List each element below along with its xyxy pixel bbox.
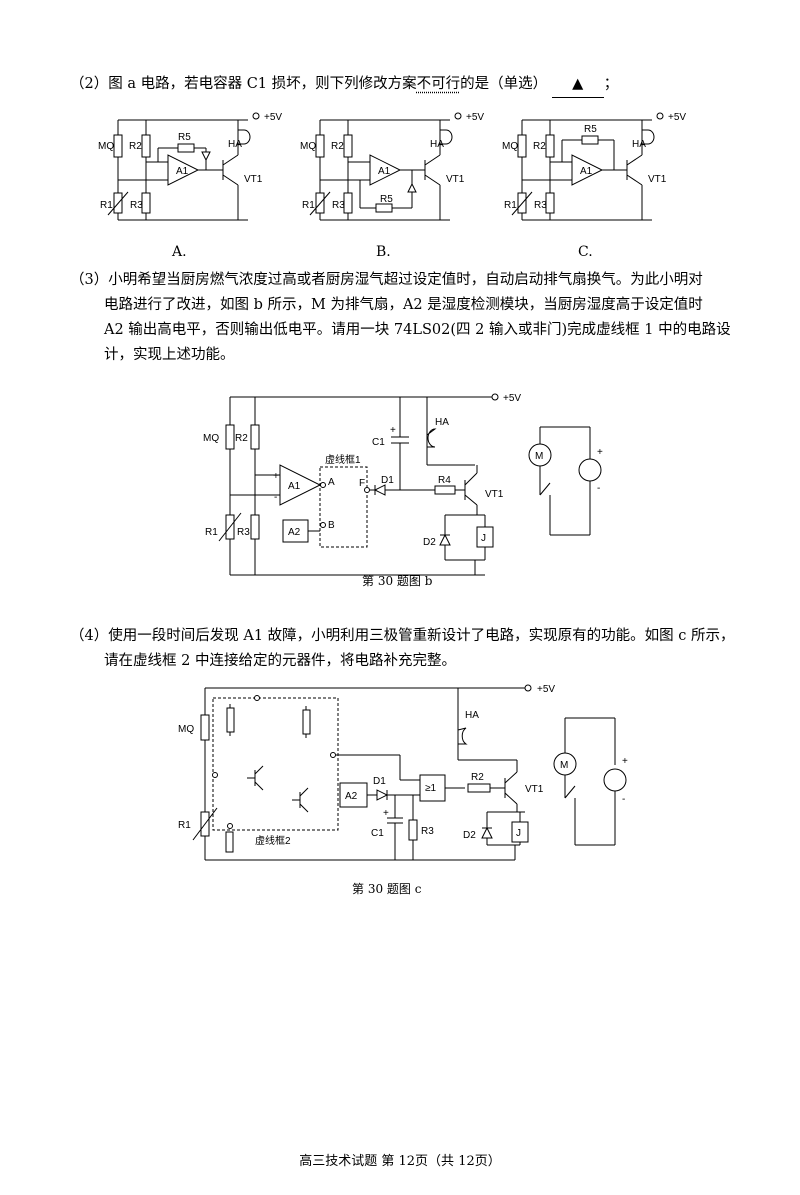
vt1-label: VT1 <box>525 784 544 795</box>
ha-label: HA <box>228 139 242 150</box>
r2-label: R2 <box>533 141 546 152</box>
option-b[interactable]: B. <box>376 244 391 260</box>
figure-c-circuit: +5V MQ HA D1 A2 ≥1 R2 VT1 R1 虚线框2 C1 + R… <box>178 684 628 861</box>
d1-label: D1 <box>373 776 386 787</box>
r2-label: R2 <box>331 141 344 152</box>
page-footer: 高三技术试题 第 12页（共 12页） <box>299 1154 501 1169</box>
r3-label: R3 <box>130 200 143 211</box>
op-minus: - <box>274 492 277 503</box>
box2-label: 虚线框2 <box>255 834 291 847</box>
a-label: A <box>328 477 335 488</box>
r3-label: R3 <box>421 826 434 837</box>
d2-label: D2 <box>423 537 436 548</box>
question-2: （2）图 a 电路，若电容器 C1 损坏，则下列修改方案不可行的是（单选） ▲ ； <box>70 72 760 98</box>
mq-label: MQ <box>178 724 194 735</box>
c1-plus: + <box>390 425 396 436</box>
option-a[interactable]: A. <box>172 244 187 260</box>
figure-c-caption: 第 30 题图 c <box>352 882 422 896</box>
j-label: J <box>481 533 486 544</box>
d2-label: D2 <box>463 830 476 841</box>
vt1-label: VT1 <box>485 489 504 500</box>
op-plus: + <box>273 471 279 482</box>
j-label: J <box>516 828 521 839</box>
mq-label: MQ <box>98 141 114 152</box>
answer-blank[interactable]: ▲ <box>551 72 604 98</box>
vt1-label: VT1 <box>648 174 667 185</box>
a2-label: A2 <box>345 791 358 802</box>
r2-label: R2 <box>129 141 142 152</box>
r2-label: R2 <box>235 433 248 444</box>
question-line: 计，实现上述功能。 <box>104 347 235 363</box>
a1-label: A1 <box>176 166 189 177</box>
question-line: 请在虚线框 2 中连接给定的元器件，将电路补充完整。 <box>104 653 456 669</box>
battery-minus: - <box>597 483 600 494</box>
f-label: F <box>359 478 365 489</box>
battery-plus: + <box>597 447 603 458</box>
figure-b-caption: 第 30 题图 b <box>362 574 433 588</box>
vcc-label: +5V <box>537 684 555 695</box>
c1-plus: + <box>383 808 389 819</box>
question-4: （4）使用一段时间后发现 A1 故障，小明利用三极管重新设计了电路，实现原有的功… <box>70 624 760 674</box>
battery-minus: - <box>622 794 625 805</box>
question-number: （2） <box>70 76 109 92</box>
question-line: 电路进行了改进，如图 b 所示，M 为排气扇，A2 是湿度检测模块，当厨房湿度高… <box>104 297 703 313</box>
gate-label: ≥1 <box>425 783 436 794</box>
d1-label: D1 <box>381 475 394 486</box>
r1-label: R1 <box>178 820 191 831</box>
r1-label: R1 <box>302 200 315 211</box>
r5-label: R5 <box>178 132 191 143</box>
ha-label: HA <box>435 417 449 428</box>
question-number: （4） <box>70 628 109 644</box>
r3-label: R3 <box>237 527 250 538</box>
vcc-label: +5V <box>503 393 521 404</box>
question-3: （3）小明希望当厨房燃气浓度过高或者厨房湿气超过设定值时，自动启动排气扇换气。为… <box>70 268 760 368</box>
r5-label: R5 <box>584 124 597 135</box>
vcc-label: +5V <box>466 112 484 123</box>
vt1-label: VT1 <box>244 174 263 185</box>
a1-label: A1 <box>378 166 391 177</box>
question-text: 图 a 电路，若电容器 C1 损坏，则下列修改方案 <box>108 76 417 92</box>
question-number: （3） <box>70 272 109 288</box>
figure-b-circuit: +5V MQ R2 C1 + HA 虚线框1 A1 + - A F D1 R4 … <box>203 393 603 576</box>
ha-label: HA <box>465 710 479 721</box>
r1-label: R1 <box>100 200 113 211</box>
vt1-label: VT1 <box>446 174 465 185</box>
r2-label: R2 <box>471 772 484 783</box>
figure-a-options: +5V MQ R2 R5 HA A1 VT1 R1 R3 +5V MQ R2 R… <box>98 112 686 221</box>
ha-label: HA <box>430 139 444 150</box>
c1-label: C1 <box>371 828 384 839</box>
punctuation: ； <box>603 76 619 92</box>
question-text-end: 的是（单选） <box>460 76 548 92</box>
vcc-label: +5V <box>668 112 686 123</box>
question-line: 使用一段时间后发现 A1 故障，小明利用三极管重新设计了电路，实现原有的功能。如… <box>108 628 735 644</box>
a1-label: A1 <box>580 166 593 177</box>
emphasis-text: 不可行 <box>416 76 461 92</box>
box1-label: 虚线框1 <box>325 453 361 466</box>
question-line: 小明希望当厨房燃气浓度过高或者厨房湿气超过设定值时，自动启动排气扇换气。为此小明… <box>108 272 703 288</box>
vcc-label: +5V <box>264 112 282 123</box>
battery-plus: + <box>622 756 628 767</box>
b-label: B <box>328 520 335 531</box>
mq-label: MQ <box>502 141 518 152</box>
motor-label: M <box>560 760 568 771</box>
r4-label: R4 <box>438 475 451 486</box>
r1-label: R1 <box>205 527 218 538</box>
a2-label: A2 <box>288 527 301 538</box>
answer-mark-icon: ▲ <box>572 76 584 92</box>
ha-label: HA <box>632 139 646 150</box>
a1-label: A1 <box>288 481 301 492</box>
mq-label: MQ <box>300 141 316 152</box>
option-c[interactable]: C. <box>578 244 593 260</box>
c1-label: C1 <box>372 437 385 448</box>
r3-label: R3 <box>332 200 345 211</box>
r5-label: R5 <box>380 194 393 205</box>
question-line: A2 输出高电平，否则输出低电平。请用一块 74LS02(四 2 输入或非门)完… <box>104 322 731 338</box>
mq-label: MQ <box>203 433 219 444</box>
r3-label: R3 <box>534 200 547 211</box>
r1-label: R1 <box>504 200 517 211</box>
motor-label: M <box>535 451 543 462</box>
